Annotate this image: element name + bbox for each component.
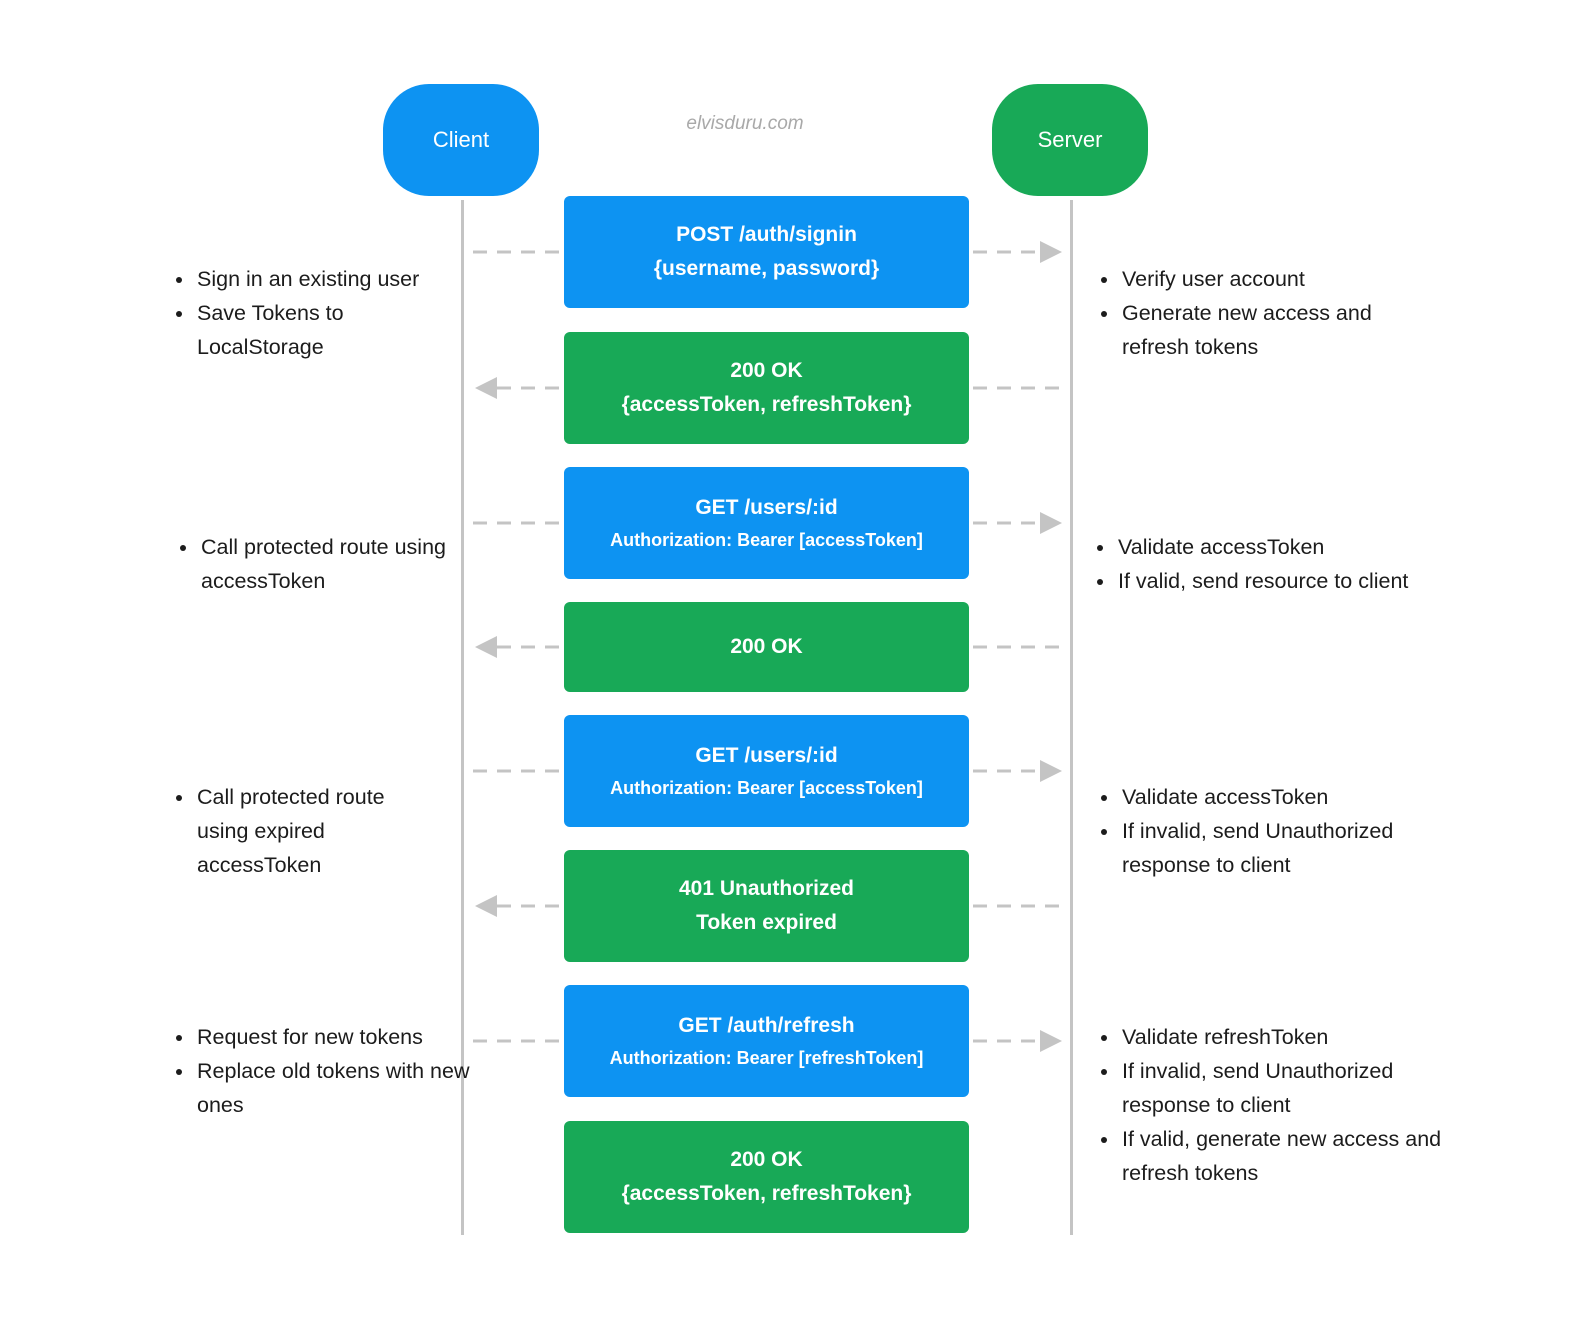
server-lifeline	[1070, 200, 1073, 1235]
message-title: 200 OK	[730, 359, 803, 382]
server-actor: Server	[992, 84, 1148, 196]
client-lifeline	[461, 200, 464, 1235]
message-box: GET /users/:id Authorization: Bearer [ac…	[564, 715, 969, 827]
server-notes: Verify user account Generate new access …	[1098, 262, 1400, 364]
message-payload: {accessToken, refreshToken}	[621, 393, 912, 416]
note-item: Call protected route using accessToken	[199, 530, 459, 598]
note-item: If valid, generate new access and refres…	[1120, 1122, 1450, 1190]
message-title: POST /auth/signin	[676, 223, 857, 246]
message-title: GET /auth/refresh	[678, 1014, 855, 1037]
server-actor-label: Server	[1037, 127, 1103, 152]
message-payload: Token expired	[696, 911, 837, 934]
note-item: Validate refreshToken	[1120, 1020, 1450, 1054]
arrowhead-right-icon	[1040, 760, 1062, 782]
message-payload: {accessToken, refreshToken}	[621, 1182, 912, 1205]
arrowhead-right-icon	[1040, 241, 1062, 263]
note-item: Sign in an existing user	[195, 262, 475, 296]
note-item: Validate accessToken	[1120, 780, 1450, 814]
message-box: 401 Unauthorized Token expired	[564, 850, 969, 962]
client-notes: Call protected route using expired acces…	[173, 780, 435, 882]
note-item: Replace old tokens with new ones	[195, 1054, 483, 1122]
message-title: 200 OK	[730, 1148, 803, 1171]
message-box: 200 OK {accessToken, refreshToken}	[564, 1121, 969, 1233]
note-item: Generate new access and refresh tokens	[1120, 296, 1400, 364]
note-item: Request for new tokens	[195, 1020, 483, 1054]
arrowhead-left-icon	[475, 895, 497, 917]
message-title: GET /users/:id	[695, 496, 838, 519]
note-item: Save Tokens to LocalStorage	[195, 296, 475, 364]
arrowhead-left-icon	[475, 377, 497, 399]
message-box: 200 OK {accessToken, refreshToken}	[564, 332, 969, 444]
message-payload: {username, password}	[653, 257, 880, 280]
note-item: Verify user account	[1120, 262, 1400, 296]
message-title: GET /users/:id	[695, 744, 838, 767]
client-notes: Call protected route using accessToken	[177, 530, 459, 598]
arrowhead-right-icon	[1040, 512, 1062, 534]
client-actor: Client	[383, 84, 539, 196]
note-item: If valid, send resource to client	[1116, 564, 1416, 598]
arrowhead-right-icon	[1040, 1030, 1062, 1052]
watermark: elvisduru.com	[686, 113, 804, 134]
client-notes: Request for new tokens Replace old token…	[173, 1020, 483, 1122]
message-payload: Authorization: Bearer [accessToken]	[610, 778, 923, 798]
note-item: Call protected route using expired acces…	[195, 780, 435, 882]
note-item: Validate accessToken	[1116, 530, 1416, 564]
message-box: 200 OK	[564, 602, 969, 692]
message-payload: Authorization: Bearer [accessToken]	[610, 530, 923, 550]
note-item: If invalid, send Unauthorized response t…	[1120, 814, 1450, 882]
message-box: POST /auth/signin {username, password}	[564, 196, 969, 308]
message-title: 200 OK	[730, 635, 803, 658]
client-actor-label: Client	[432, 127, 490, 152]
message-title: 401 Unauthorized	[678, 877, 855, 900]
message-box: GET /users/:id Authorization: Bearer [ac…	[564, 467, 969, 579]
server-notes: Validate accessToken If invalid, send Un…	[1098, 780, 1450, 882]
message-payload: Authorization: Bearer [refreshToken]	[609, 1048, 924, 1068]
message-box: GET /auth/refresh Authorization: Bearer …	[564, 985, 969, 1097]
arrowhead-left-icon	[475, 636, 497, 658]
server-notes: Validate accessToken If valid, send reso…	[1094, 530, 1416, 598]
server-notes: Validate refreshToken If invalid, send U…	[1098, 1020, 1450, 1190]
note-item: If invalid, send Unauthorized response t…	[1120, 1054, 1450, 1122]
client-notes: Sign in an existing user Save Tokens to …	[173, 262, 475, 364]
